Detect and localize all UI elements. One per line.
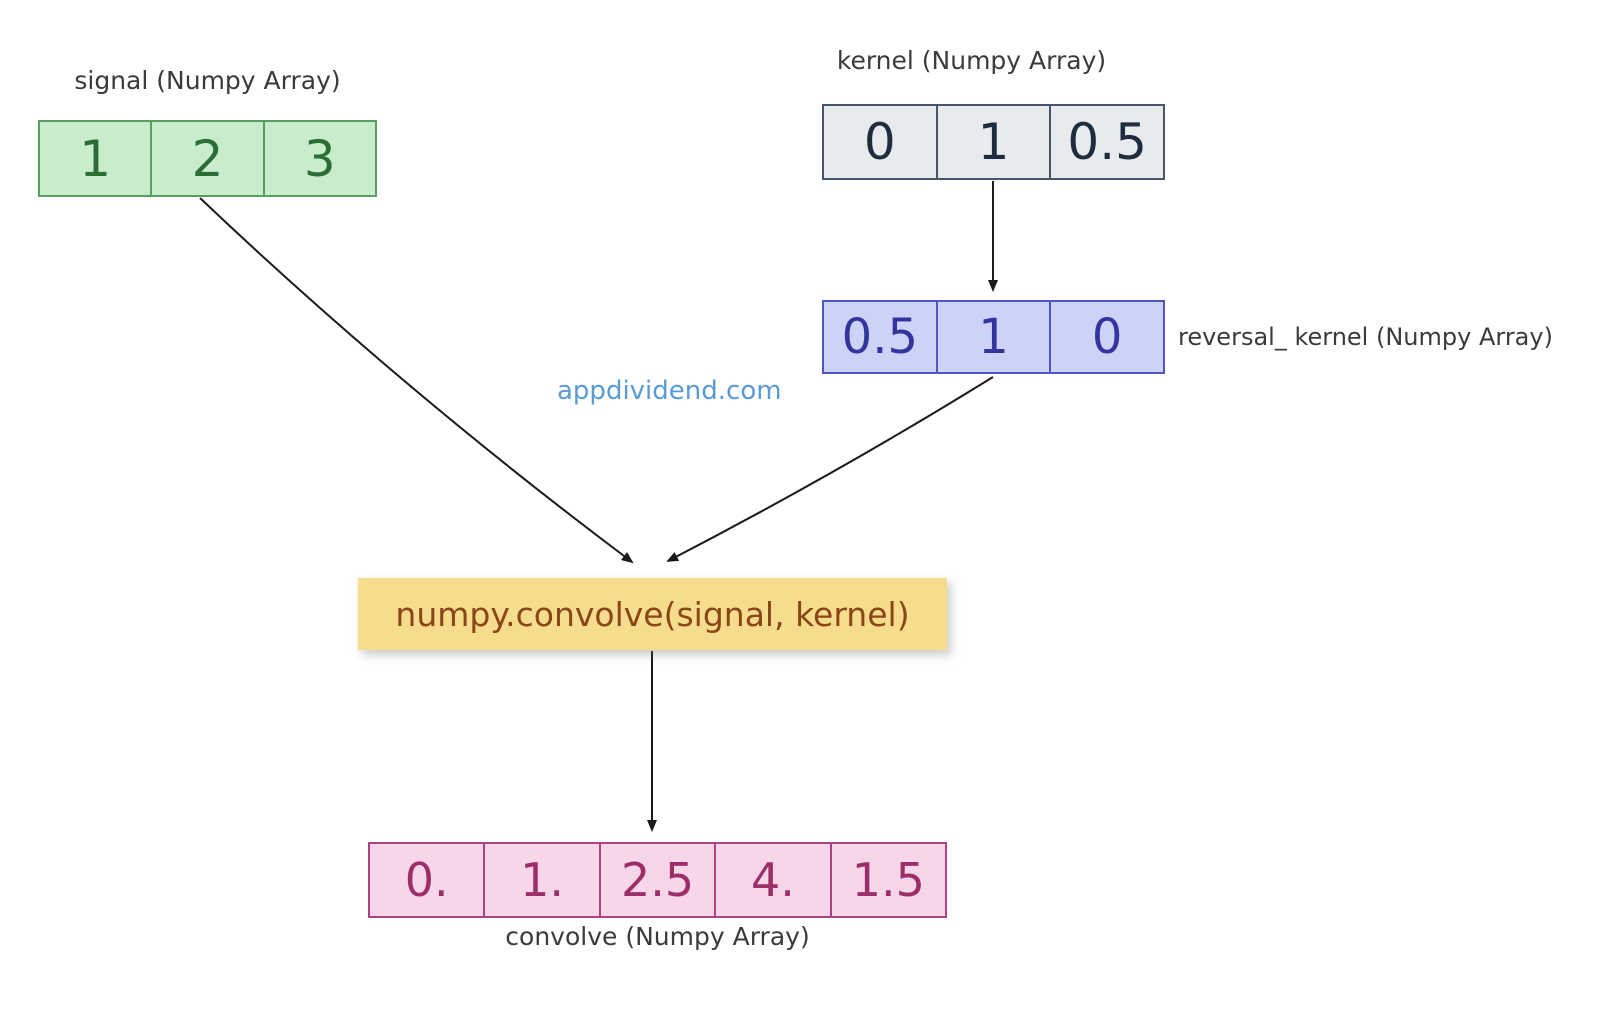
kernel-cell-1: 1 [938, 106, 1052, 178]
kernel-cell-2: 0.5 [1067, 113, 1147, 171]
convolve-cell-2: 2.5 [601, 844, 717, 916]
reversal-kernel-cell-1: 1 [938, 302, 1052, 372]
convolve-cell-4: 1.5 [851, 853, 925, 907]
signal-cell-1: 2 [152, 122, 265, 195]
kernel-cell-0: 0 [824, 106, 938, 178]
reversal-kernel-cell-2: 0 [1091, 309, 1123, 365]
signal-cell-0: 1 [40, 122, 153, 195]
watermark-text: appdividend.com [557, 376, 782, 406]
reversal-kernel-array-label: reversal_ kernel (Numpy Array) [1178, 323, 1553, 351]
signal-array: 1 2 3 [38, 120, 377, 197]
convolve-result-array: 0. 1. 2.5 4. 1.5 [368, 842, 947, 918]
signal-array-label: signal (Numpy Array) [74, 66, 341, 95]
convolve-cell-3: 4. [716, 844, 832, 916]
kernel-array: 0 1 0.5 [822, 104, 1165, 180]
convolve-cell-0: 0. [370, 844, 486, 916]
convolve-operation-box: numpy.convolve(signal, kernel) [358, 578, 947, 650]
convolve-result-label: convolve (Numpy Array) [505, 922, 810, 951]
reversal-kernel-array: 0.5 1 0 [822, 300, 1165, 374]
convolve-cell-1: 1. [485, 844, 601, 916]
signal-cell-2: 3 [303, 129, 336, 188]
reversal-kernel-cell-0: 0.5 [824, 302, 938, 372]
kernel-array-label: kernel (Numpy Array) [836, 46, 1107, 75]
